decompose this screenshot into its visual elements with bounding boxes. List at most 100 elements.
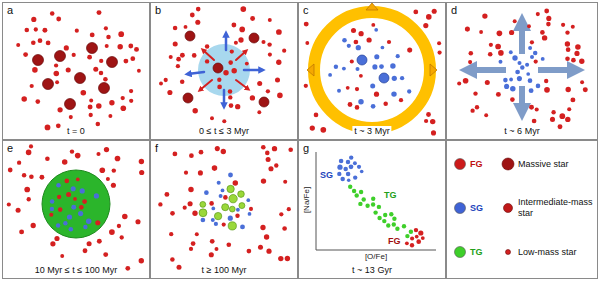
tg-point (386, 223, 390, 227)
low-mass-star (95, 220, 100, 225)
low-mass-star (488, 52, 493, 57)
low-mass-star (359, 74, 363, 78)
low-mass-star (550, 117, 555, 122)
sg-star (78, 211, 83, 216)
massive-star (87, 43, 98, 54)
sg-star (517, 76, 522, 81)
low-mass-star (170, 257, 175, 262)
sg-point (347, 178, 351, 182)
legend-text: SG (470, 203, 483, 214)
sg-star (71, 186, 76, 191)
low-mass-star (279, 212, 283, 216)
low-mass-star (228, 89, 233, 94)
low-mass-star (105, 44, 109, 48)
low-mass-star (66, 192, 71, 197)
low-mass-star (56, 123, 61, 128)
tg-point (392, 222, 396, 226)
sg-star (400, 76, 404, 80)
low-mass-star (50, 11, 55, 16)
low-mass-star (426, 112, 431, 117)
low-mass-star (217, 85, 222, 90)
low-mass-star (266, 89, 270, 93)
sg-star (240, 224, 245, 229)
low-mass-star (184, 25, 188, 29)
low-mass-star (583, 87, 588, 92)
low-mass-star (304, 22, 309, 27)
sg-star (499, 60, 503, 64)
low-mass-star (265, 151, 270, 156)
stage-panel: b0 ≤ t ≤ 3 Myr (150, 2, 298, 140)
low-mass-star (320, 127, 326, 133)
sg-star (334, 65, 338, 69)
low-mass-star (31, 40, 36, 45)
low-mass-star (350, 59, 354, 63)
sg-star (504, 84, 509, 89)
low-mass-star (25, 28, 30, 33)
low-mass-star (276, 60, 281, 65)
stage-panel: ct ~ 3 Myr (298, 2, 446, 140)
sg-star (372, 64, 377, 69)
low-mass-star (188, 187, 193, 192)
low-mass-star (473, 91, 477, 95)
sg-star (374, 54, 379, 59)
low-mass-star (371, 23, 375, 27)
legend-text: Low-mass star (518, 247, 594, 258)
low-mass-star (571, 58, 576, 63)
massive-star (75, 73, 86, 84)
fg-point (416, 239, 421, 244)
low-mass-star (191, 241, 196, 246)
low-mass-star (257, 81, 262, 86)
low-mass-star (366, 37, 371, 42)
sg-star (71, 205, 76, 210)
low-mass-star (39, 175, 44, 180)
tg-point (377, 216, 381, 220)
legend-star-sample (504, 204, 513, 213)
axis-or-group-label: TG (384, 190, 397, 201)
panel-letter: c (303, 4, 309, 17)
low-mass-star (70, 149, 74, 153)
tg-star (200, 201, 206, 207)
sg-star (68, 227, 73, 232)
low-mass-star (228, 60, 233, 65)
low-mass-star (275, 77, 280, 82)
low-mass-star (544, 9, 549, 14)
sg-star (50, 207, 54, 211)
low-mass-star (169, 232, 173, 236)
sg-star (357, 55, 367, 65)
tg-point (355, 193, 359, 197)
sg-point (349, 155, 353, 159)
low-mass-star (566, 87, 571, 92)
fg-point (414, 228, 418, 232)
low-mass-star (109, 100, 114, 105)
low-mass-star (305, 41, 309, 45)
low-mass-star (69, 115, 73, 119)
low-mass-star (261, 40, 265, 44)
tg-star (227, 185, 234, 192)
low-mass-star (58, 207, 63, 212)
low-mass-star (120, 235, 124, 239)
low-mass-star (139, 159, 144, 164)
massive-star (249, 33, 259, 43)
fg-point (421, 236, 425, 240)
massive-star (183, 93, 193, 103)
gas-bubble (198, 44, 250, 96)
tg-point (383, 213, 387, 217)
low-mass-star (527, 24, 531, 28)
tg-point (362, 197, 366, 201)
low-mass-star (180, 53, 185, 58)
expulsion-arrows (468, 22, 576, 112)
low-mass-star (238, 37, 243, 42)
low-mass-star (192, 211, 197, 216)
low-mass-star (210, 239, 215, 244)
low-mass-star (223, 195, 228, 200)
sg-star (509, 50, 513, 54)
low-mass-star (457, 81, 461, 85)
sg-star (80, 188, 85, 193)
low-mass-star (463, 78, 469, 84)
sg-star (530, 55, 534, 59)
sg-star (371, 104, 376, 109)
shell-arrows (307, 3, 437, 76)
sg-star (541, 57, 545, 61)
low-mass-star (189, 153, 194, 158)
low-mass-star (407, 48, 412, 53)
